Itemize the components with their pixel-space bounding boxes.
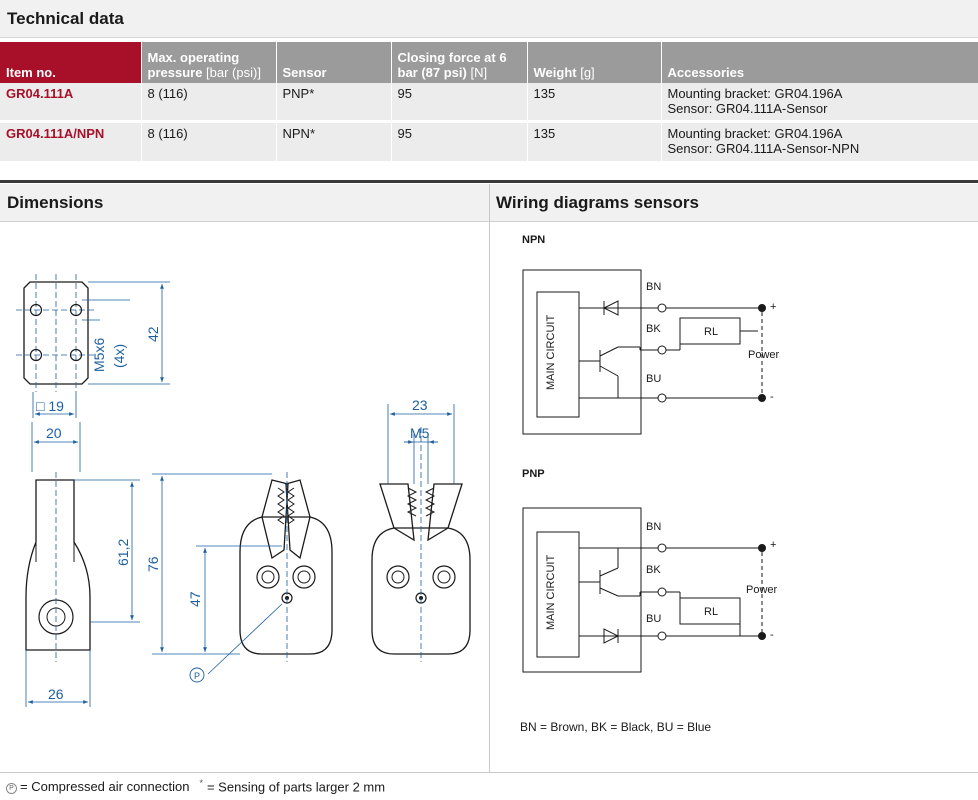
npn-minus: - [770,391,774,403]
npn-rl: RL [704,326,718,338]
label-sq19: □ 19 [36,398,64,414]
footnote-sensing: *= Sensing of parts larger 2 mm [199,778,386,795]
npn-main-circuit: MAIN CIRCUIT [545,315,557,390]
npn-plus: + [770,301,776,313]
cell-sensor: PNP* [275,83,391,123]
air-connection-icon: P [6,783,17,794]
svg-text:P: P [194,671,200,681]
dimension-drawing: M5x6 (4x) 42 □ 19 20 26 61,2 76 47 23 M5… [16,274,471,707]
cell-closing-force: 95 [390,83,527,123]
label-4x: (4x) [111,344,127,368]
label-61-2: 61,2 [115,539,131,566]
label-42: 42 [145,326,161,342]
pnp-bn: BN [646,521,661,533]
cell-closing-force: 95 [390,121,527,161]
pnp-minus: - [770,629,774,641]
wire-color-legend: BN = Brown, BK = Black, BU = Blue [520,720,711,734]
cell-sensor: NPN* [275,121,391,161]
col-closing-force: Closing force at 6 bar (87 psi) [N] [390,42,527,83]
footnotes: P= Compressed air connection *= Sensing … [0,772,978,800]
pnp-main-circuit: MAIN CIRCUIT [545,555,557,630]
column-divider [489,184,490,772]
pnp-power: Power [746,584,778,596]
col-accessories: Accessories [660,42,978,83]
wiring-title: Wiring diagrams sensors [489,184,978,222]
label-20: 20 [46,425,62,441]
pnp-bk: BK [646,564,661,576]
col-weight: Weight [g] [526,42,661,83]
pnp-diagram [522,507,766,673]
section-divider [0,180,978,183]
table-row: GR04.111A/NPN 8 (116) NPN* 95 135 Mounti… [0,121,978,161]
air-connection-marker: P [189,667,205,683]
col-pressure: Max. operating pressure [bar (psi)] [140,42,276,83]
pnp-bu: BU [646,613,661,625]
label-47: 47 [187,591,203,607]
cell-pressure: 8 (116) [140,121,276,161]
wiring-diagrams: NPN PNP MAIN CIRCUIT BN BK BU RL + [520,234,780,734]
pnp-rl: RL [704,606,718,618]
pnp-plus: + [770,539,776,551]
pnp-label: PNP [522,468,545,480]
table-row: GR04.111A 8 (116) PNP* 95 135 Mounting b… [0,83,978,123]
cell-weight: 135 [526,121,661,161]
footnote-air: P= Compressed air connection [6,779,189,794]
col-item-no: Item no. [0,42,141,83]
label-m5: M5 [410,425,430,441]
npn-bk: BK [646,323,661,335]
npn-bn: BN [646,281,661,293]
cell-weight: 135 [526,83,661,123]
technical-data-table: Item no. Max. operating pressure [bar (p… [0,42,978,161]
cell-item-no: GR04.111A/NPN [0,121,141,161]
label-m5x6: M5x6 [91,338,107,372]
cell-item-no: GR04.111A [0,83,141,123]
cell-pressure: 8 (116) [140,83,276,123]
npn-label: NPN [522,234,545,246]
npn-bu: BU [646,373,661,385]
dimensions-title: Dimensions [0,184,489,222]
label-26: 26 [48,686,64,702]
label-23: 23 [412,397,428,413]
col-sensor: Sensor [275,42,391,83]
technical-data-title: Technical data [0,0,978,38]
npn-power: Power [748,349,780,361]
npn-diagram [522,269,766,435]
table-header-row: Item no. Max. operating pressure [bar (p… [0,42,978,83]
label-76: 76 [145,556,161,572]
